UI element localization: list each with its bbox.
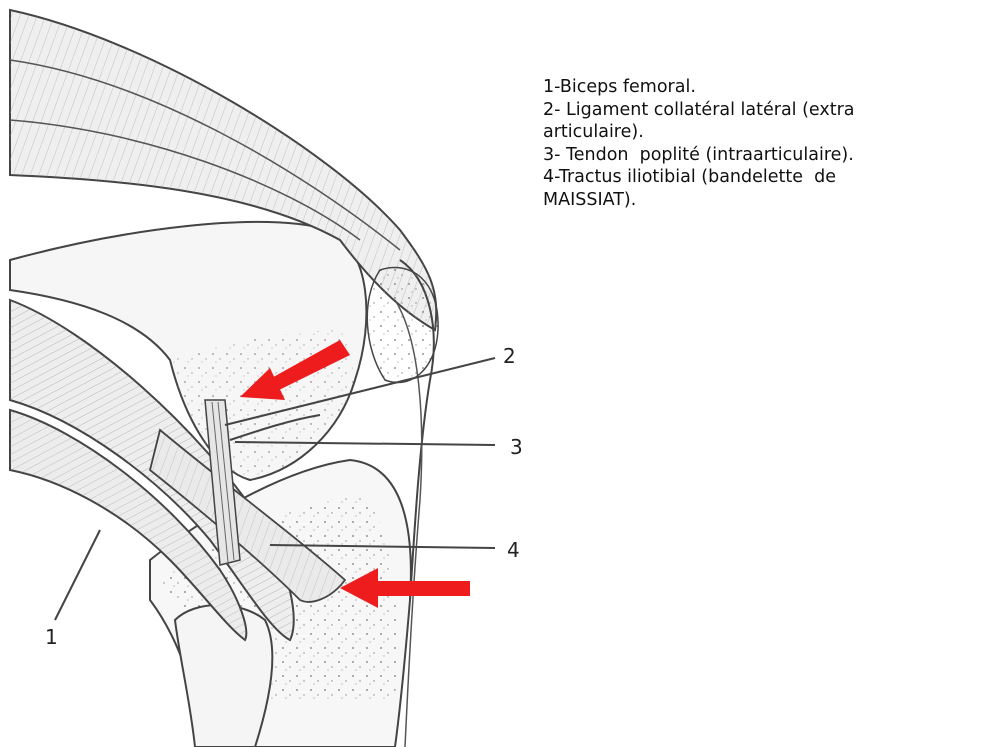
fibular-head	[175, 605, 272, 747]
callout-3: 3	[510, 435, 523, 459]
callout-1: 1	[45, 625, 58, 649]
callout-4: 4	[507, 538, 520, 562]
legend-item-1: 1-Biceps femoral.	[543, 76, 983, 99]
legend: 1-Biceps femoral. 2- Ligament collatéral…	[543, 76, 983, 211]
callout-2: 2	[503, 344, 516, 368]
legend-item-4a: 4-Tractus iliotibial (bandelette de	[543, 166, 983, 189]
patella	[367, 268, 438, 383]
knee-illustration	[0, 0, 560, 747]
leader-line-1	[55, 530, 100, 620]
legend-item-3: 3- Tendon poplité (intraarticulaire).	[543, 144, 983, 167]
legend-item-2a: 2- Ligament collatéral latéral (extra	[543, 99, 983, 122]
legend-item-4b: MAISSIAT).	[543, 189, 983, 212]
legend-item-2b: articulaire).	[543, 121, 983, 144]
